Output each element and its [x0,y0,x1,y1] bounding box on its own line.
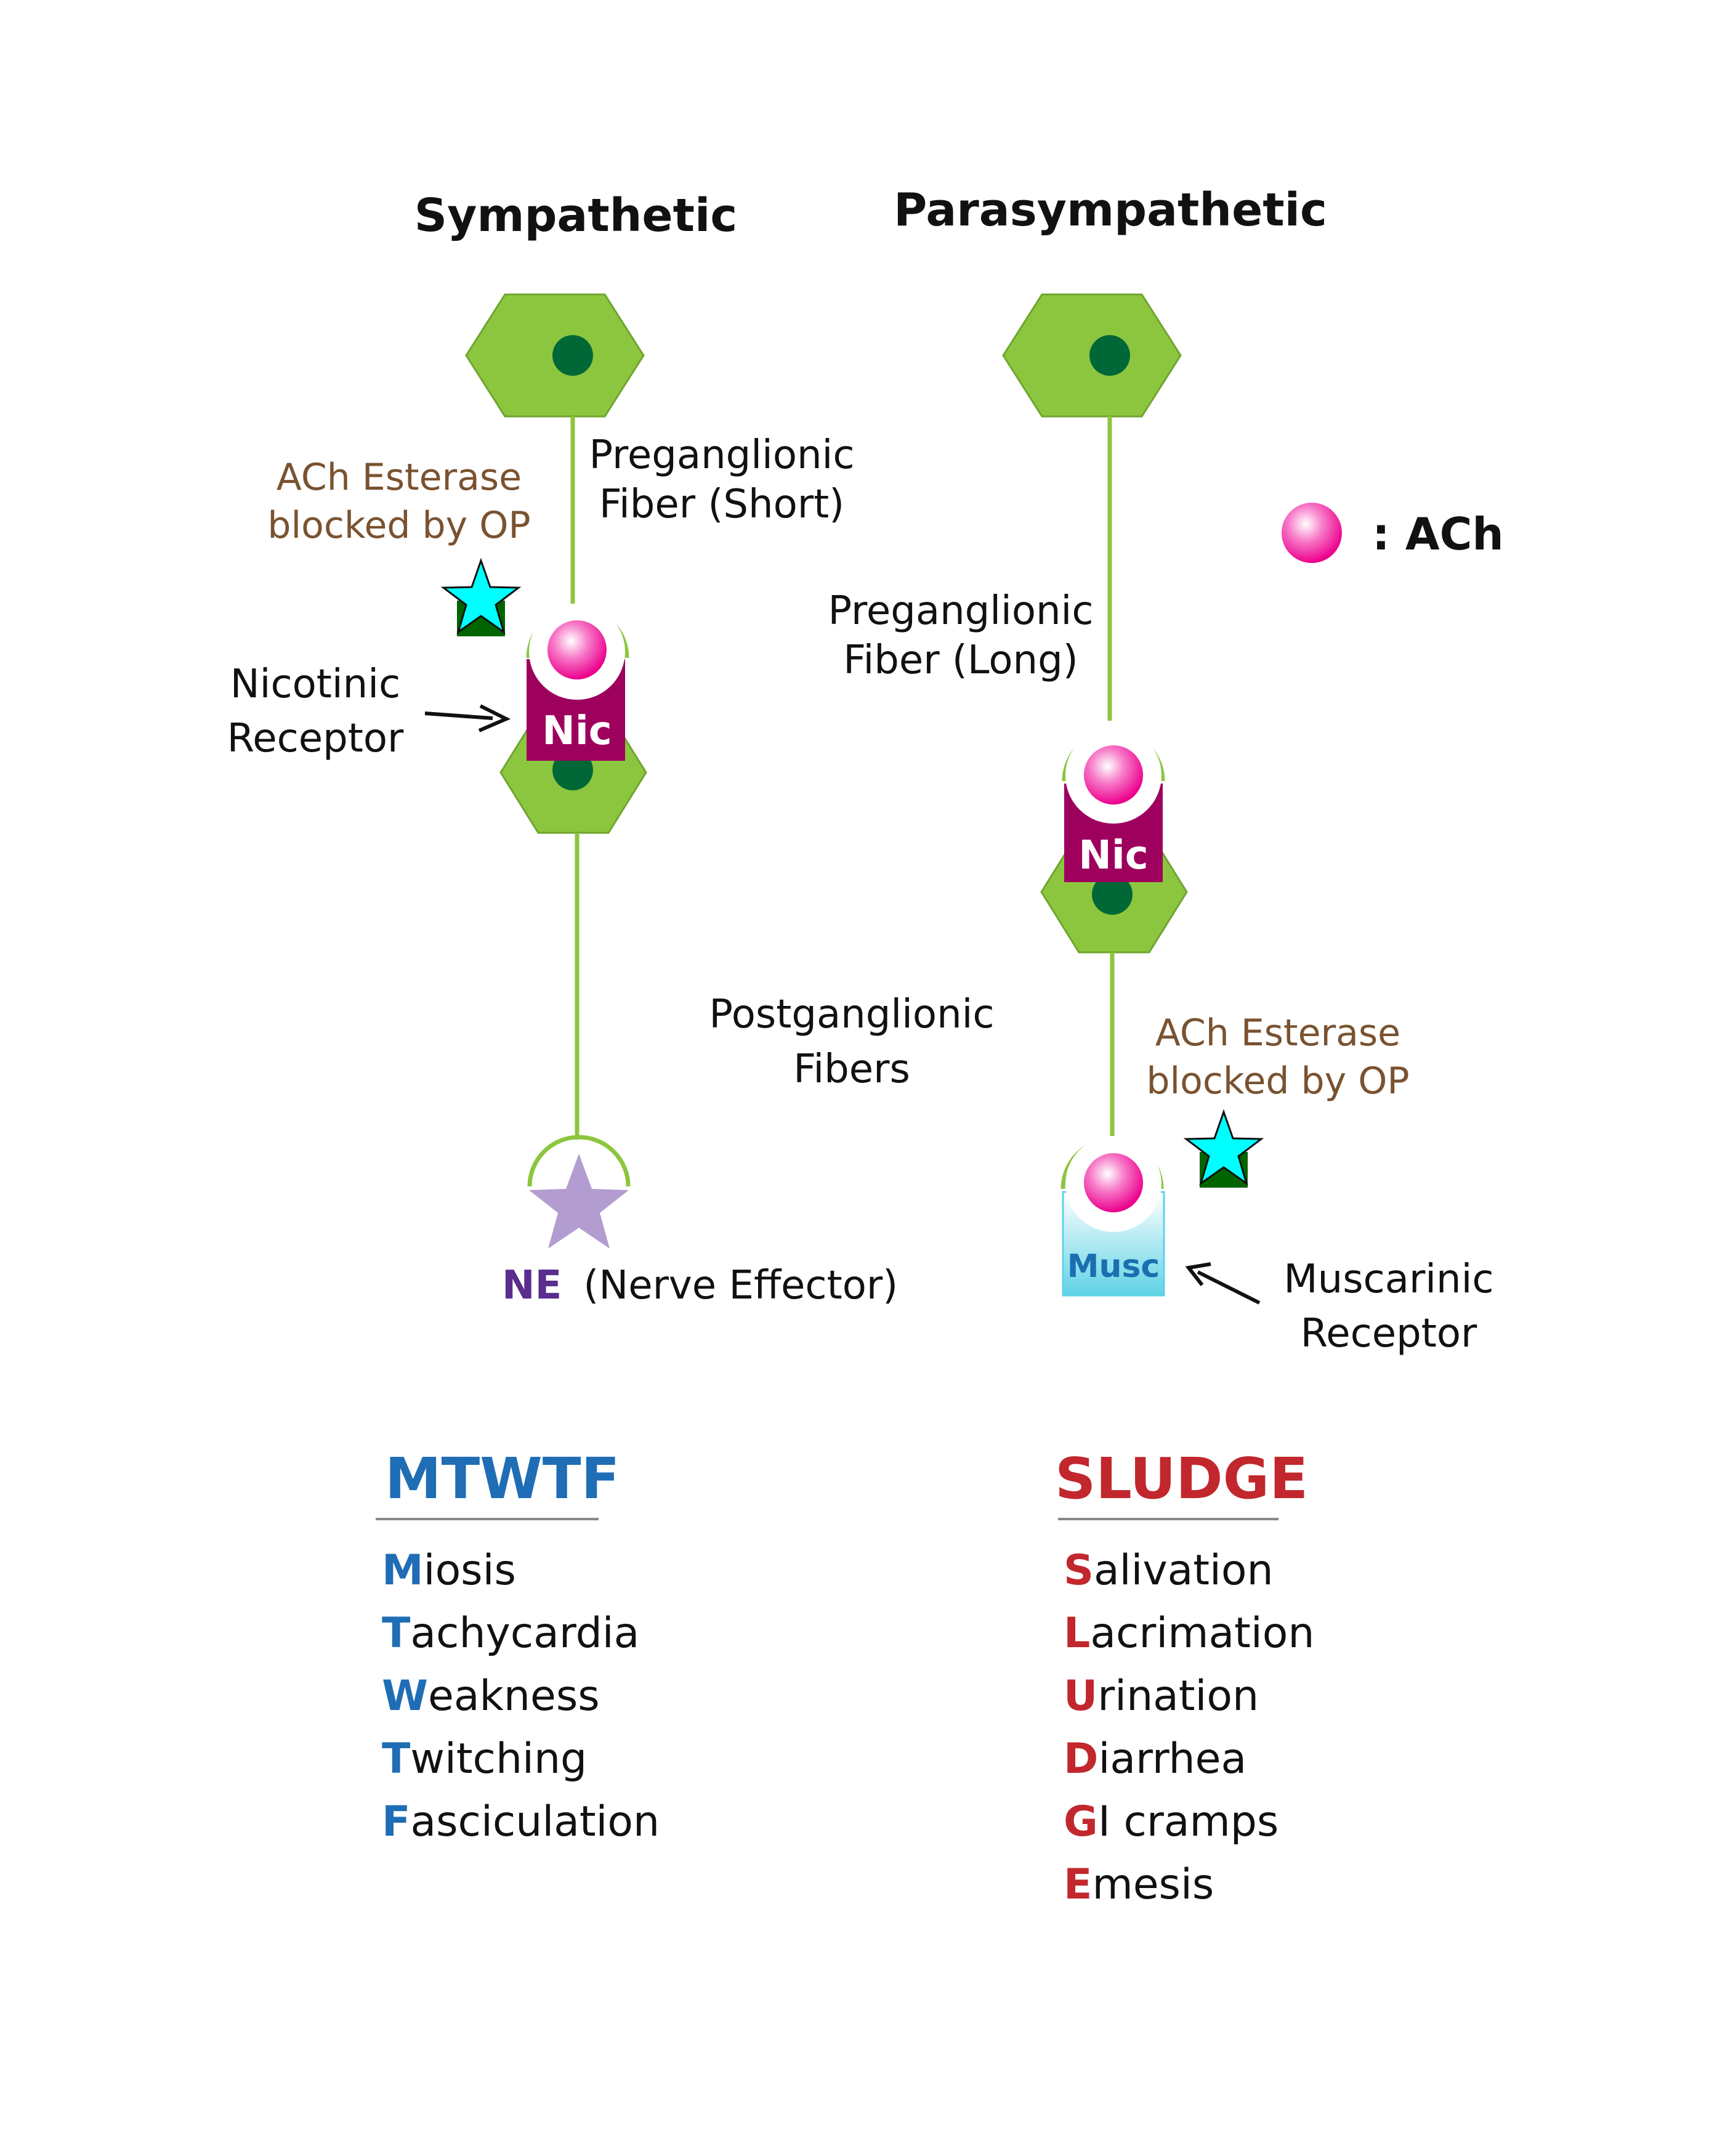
sludge-item-rest: alivation [1094,1546,1274,1595]
sludge-item-rest: I cramps [1098,1797,1279,1846]
parasympathetic-ach-molecule-ganglion [1084,745,1143,804]
sludge-title: SLUDGE [1055,1446,1308,1512]
sludge-item: Emesis [1064,1860,1214,1909]
parasympathetic-esterase-star [1183,1109,1264,1186]
sludge-item-rest: rination [1097,1672,1259,1720]
parasympathetic-nic-label: Nic [1078,833,1148,878]
mtwtf-item-rest: witching [410,1735,587,1783]
nicotinic-receptor-line1: Nicotinic [230,662,400,707]
mtwtf-mnemonic: MTWTF MiosisTachycardiaWeaknessTwitching… [376,1446,660,1846]
sympathetic-esterase-star [440,557,522,634]
mtwtf-item: Tachycardia [382,1609,639,1658]
mtwtf-title: MTWTF [385,1446,620,1512]
sludge-item: Salivation [1064,1546,1274,1595]
mtwtf-item-initial: T [382,1609,411,1658]
mtwtf-item: Twitching [382,1735,587,1783]
muscarinic-musc-label: Musc [1067,1248,1160,1285]
mtwtf-item-initial: M [382,1546,424,1595]
sludge-item-initial: U [1064,1672,1097,1720]
parasympathetic-ganglion-nucleus [1092,874,1133,915]
muscarinic-receptor-line2: Receptor [1301,1311,1477,1356]
mtwtf-item-rest: iosis [424,1546,516,1595]
parasympathetic-pathway: Nic Musc ACh Esterase blocked by OP Preg… [828,293,1494,1356]
parasympathetic-title: Parasympathetic [894,184,1327,237]
nerve-effector-abbrev: NE [502,1263,562,1308]
sludge-item-initial: L [1064,1609,1090,1658]
mtwtf-list: MiosisTachycardiaWeaknessTwitchingFascic… [382,1546,660,1846]
mtwtf-item-rest: eakness [428,1672,600,1720]
ach-legend: : ACh [1282,503,1504,563]
legend-ach-label: : ACh [1372,508,1504,560]
sympathetic-esterase-line2: blocked by OP [267,504,530,547]
sludge-item: GI cramps [1064,1797,1279,1846]
parasympathetic-esterase-line2: blocked by OP [1146,1060,1409,1103]
mtwtf-item: Weakness [382,1672,600,1720]
nicotinic-receptor-arrow [424,704,511,732]
mtwtf-item-initial: T [382,1735,411,1783]
sludge-item-initial: D [1064,1735,1098,1783]
sludge-list: SalivationLacrimationUrinationDiarrheaGI… [1064,1546,1314,1909]
mtwtf-item-rest: asciculation [410,1797,660,1846]
postganglionic-line1: Postganglionic [709,992,994,1037]
sludge-item: Diarrhea [1064,1735,1246,1783]
parasympathetic-esterase-line1: ACh Esterase [1155,1011,1400,1055]
mtwtf-item: Miosis [382,1546,516,1595]
sludge-item: Urination [1064,1672,1259,1720]
muscarinic-receptor-arrow [1185,1262,1261,1305]
sympathetic-effector-cup [527,1135,631,1187]
sludge-item-rest: mesis [1092,1860,1214,1909]
sympathetic-preganglionic-line1: Preganglionic [589,432,854,478]
mtwtf-item-initial: F [382,1797,410,1846]
sympathetic-ach-molecule [547,620,607,679]
mtwtf-item-rest: achycardia [410,1609,639,1658]
sludge-item-rest: acrimation [1090,1609,1314,1658]
sludge-item: Lacrimation [1064,1609,1314,1658]
sludge-item-initial: S [1064,1546,1094,1595]
nerve-effector-label: NE (Nerve Effector) [502,1263,898,1308]
sludge-mnemonic: SLUDGE SalivationLacrimationUrinationDia… [1055,1446,1314,1909]
nerve-effector-star [529,1154,629,1249]
sympathetic-nic-label: Nic [542,708,612,754]
sympathetic-title: Sympathetic [414,189,737,242]
sludge-item-rest: iarrhea [1098,1735,1246,1783]
nerve-effector-full: (Nerve Effector) [583,1263,898,1308]
mtwtf-item: Fasciculation [382,1797,660,1846]
sympathetic-preganglionic-line2: Fiber (Short) [599,482,844,527]
parasympathetic-preganglionic-line1: Preganglionic [828,588,1093,634]
muscarinic-receptor-line1: Muscarinic [1283,1257,1493,1302]
sympathetic-pathway: Nic NE (Nerve Effector) ACh Esterase blo… [227,293,898,1308]
mtwtf-item-initial: W [382,1672,428,1720]
sympathetic-preganglionic-nucleus [552,335,593,376]
legend-ach-symbol [1282,503,1342,563]
parasympathetic-preganglionic-nucleus [1089,335,1130,376]
nicotinic-receptor-line2: Receptor [227,716,404,761]
parasympathetic-ach-molecule-effector [1084,1153,1143,1212]
sludge-item-initial: E [1064,1860,1092,1909]
sympathetic-esterase-line1: ACh Esterase [277,456,522,499]
postganglionic-line2: Fibers [793,1047,910,1092]
parasympathetic-preganglionic-line2: Fiber (Long) [843,638,1078,683]
sludge-item-initial: G [1064,1797,1098,1846]
